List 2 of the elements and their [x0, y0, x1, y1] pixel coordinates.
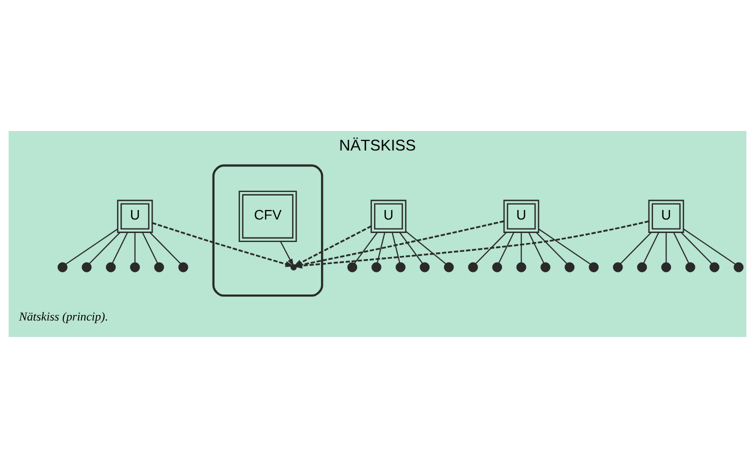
diagram-title: NÄTSKISS: [339, 137, 416, 154]
caption: Nätskiss (princip).: [18, 309, 108, 324]
